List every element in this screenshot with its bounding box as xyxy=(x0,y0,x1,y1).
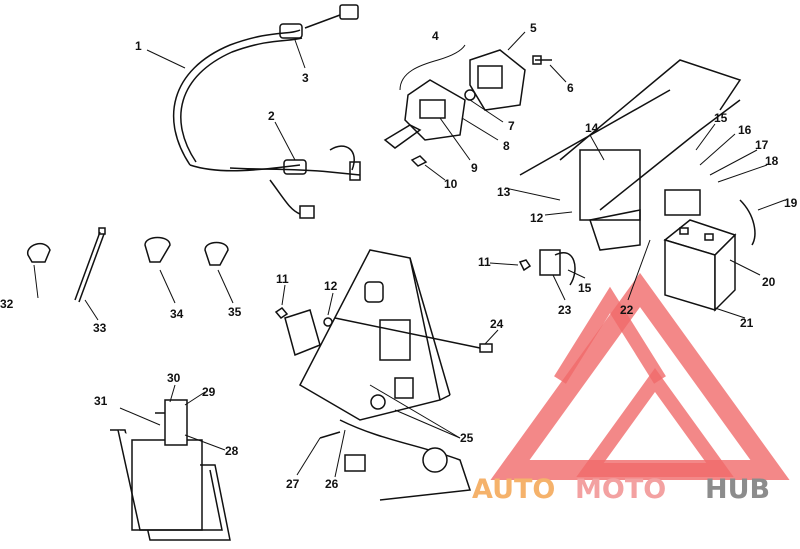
callout-12b: 12 xyxy=(324,279,338,293)
callout-19: 19 xyxy=(784,196,798,210)
callout-24: 24 xyxy=(490,317,504,331)
callout-3: 3 xyxy=(302,71,309,85)
callout-27: 27 xyxy=(286,477,300,491)
callout-13: 13 xyxy=(497,185,511,199)
license-plate-bracket xyxy=(274,249,493,501)
callout-18: 18 xyxy=(765,154,779,168)
callout-15b: 15 xyxy=(578,281,592,295)
cable-assembly xyxy=(172,4,359,172)
callout-35: 35 xyxy=(228,305,242,319)
callout-11: 11 xyxy=(478,255,491,269)
callout-6: 6 xyxy=(567,81,574,95)
callout-28: 28 xyxy=(225,444,239,458)
callout-23: 23 xyxy=(558,303,572,317)
callout-14: 14 xyxy=(585,121,599,135)
callout-2: 2 xyxy=(268,109,275,123)
battery xyxy=(663,219,737,312)
callout-5: 5 xyxy=(530,21,537,35)
callout-21: 21 xyxy=(740,316,754,330)
callout-16: 16 xyxy=(738,123,752,137)
mudflap xyxy=(110,399,231,541)
callout-34: 34 xyxy=(170,307,184,321)
callout-9: 9 xyxy=(471,161,478,175)
callout-10: 10 xyxy=(444,177,458,191)
callout-17: 17 xyxy=(755,138,769,152)
watermark-logo xyxy=(490,272,790,480)
watermark-text: AUTO MOTO HUB xyxy=(472,474,770,505)
callout-15: 15 xyxy=(714,111,728,125)
callout-31: 31 xyxy=(94,394,108,408)
callout-32: 32 xyxy=(0,297,14,311)
frame-section xyxy=(519,59,756,251)
callout-12: 12 xyxy=(530,211,544,225)
callout-4: 4 xyxy=(432,29,439,43)
callout-11b: 11 xyxy=(276,272,289,286)
callout-20: 20 xyxy=(762,275,776,289)
callout-8: 8 xyxy=(503,139,510,153)
callout-labels: 1 2 3 4 5 6 7 8 9 10 11 11 12 12 13 14 1… xyxy=(0,21,798,491)
callout-26: 26 xyxy=(325,477,339,491)
callout-1: 1 xyxy=(135,39,142,53)
watermark-auto: AUTO xyxy=(472,474,555,505)
wiring-harness xyxy=(229,145,361,219)
callout-29: 29 xyxy=(202,385,216,399)
callout-7: 7 xyxy=(508,119,515,133)
watermark-moto: MOTO xyxy=(575,474,666,505)
callout-30: 30 xyxy=(167,371,181,385)
callout-25: 25 xyxy=(460,431,474,445)
clips-and-rod xyxy=(27,227,229,303)
tail-light-assembly xyxy=(383,49,552,167)
watermark-hub: HUB xyxy=(705,474,770,505)
callout-22: 22 xyxy=(620,303,634,317)
relay-bracket xyxy=(518,249,576,286)
leader-lines xyxy=(33,31,786,478)
callout-33: 33 xyxy=(93,321,107,335)
